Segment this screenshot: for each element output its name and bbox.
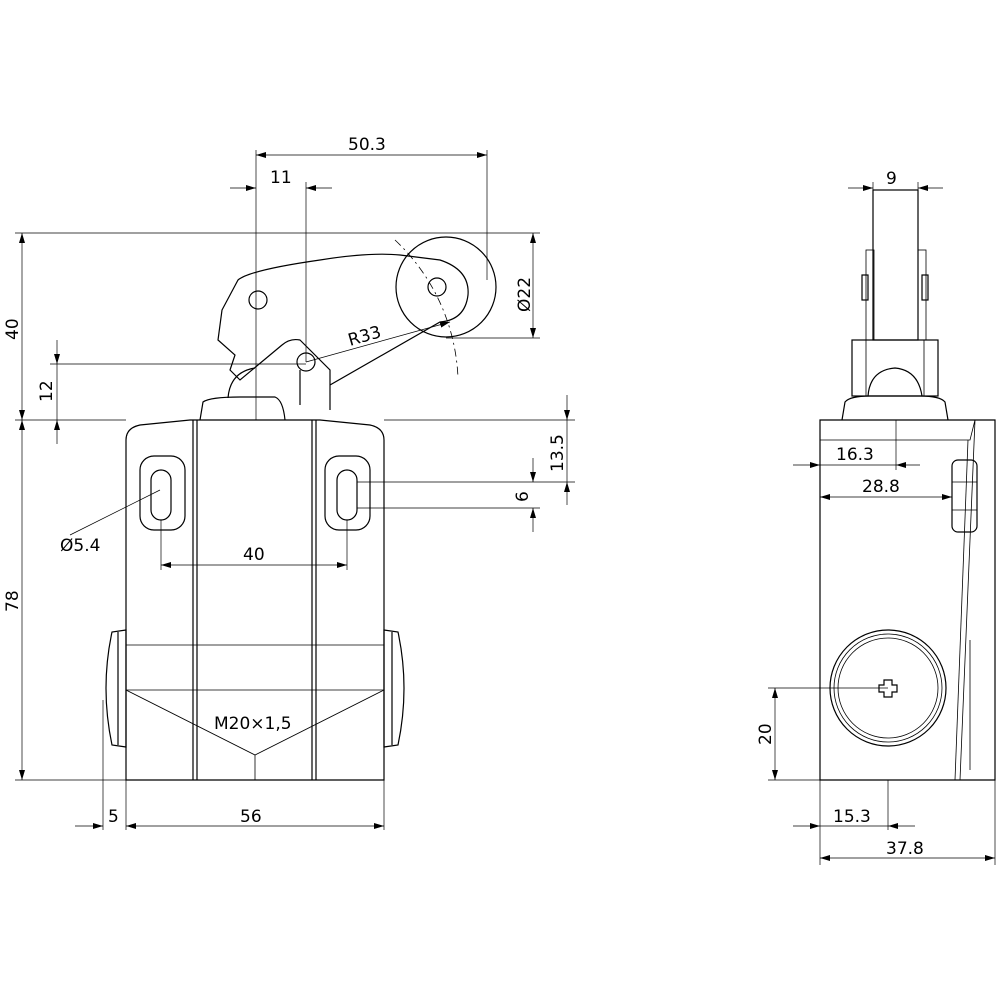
side-view — [819, 189, 996, 781]
side-button — [951, 459, 978, 533]
dim-slot-length: 6 — [513, 491, 533, 502]
side-roller — [872, 189, 919, 341]
front-dimensions: 50.3 11 40 12 R33 Ø22 13.5 6 Ø5.4 40 — [3, 135, 575, 830]
dim-lever-reach: 50.3 — [348, 135, 386, 155]
front-view — [105, 236, 497, 781]
dim-mount-hole-top: 13.5 — [548, 434, 568, 472]
side-dimensions: 9 16.3 28.8 20 15.3 37.8 — [756, 169, 996, 865]
dim-roller-diameter: Ø22 — [515, 277, 535, 312]
dim-body-width: 56 — [240, 807, 262, 827]
dim-gland-offset: 15.3 — [833, 807, 871, 827]
dim-pivot-height: 12 — [37, 380, 57, 402]
dim-side-center: 16.3 — [836, 445, 874, 465]
dim-side-button: 28.8 — [862, 477, 900, 497]
dim-body-depth: 37.8 — [886, 839, 924, 859]
mount-hole-right — [324, 455, 371, 531]
dim-lever-radius: R33 — [346, 322, 384, 350]
body-outline — [125, 419, 385, 781]
dim-gland-height: 20 — [756, 723, 776, 745]
cable-gland-right — [383, 629, 405, 748]
dim-actuator-height: 40 — [3, 318, 23, 340]
dim-hole-diameter: Ø5.4 — [60, 536, 100, 556]
dim-body-height: 78 — [3, 590, 23, 612]
thread-label: M20×1,5 — [214, 714, 292, 734]
dim-roller-width: 9 — [886, 169, 897, 189]
dim-hole-spacing: 40 — [243, 545, 265, 565]
cable-gland-left — [105, 629, 127, 748]
dim-pivot-offset: 11 — [270, 168, 292, 188]
roller — [395, 236, 497, 338]
mount-hole-left — [139, 455, 186, 531]
dim-gland-projection: 5 — [108, 807, 119, 827]
side-body-outline — [819, 419, 996, 781]
lever-arm — [217, 253, 469, 410]
